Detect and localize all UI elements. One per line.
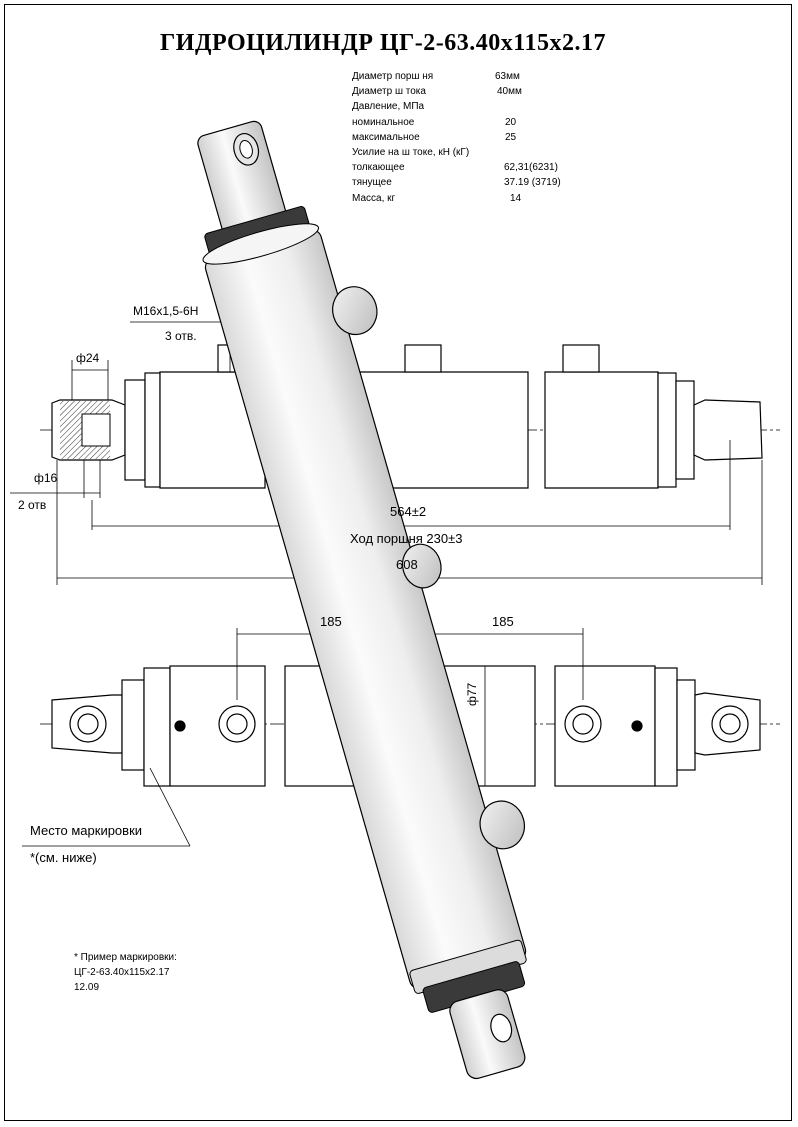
spec-row: Усилие на ш токе, кН (кГ) [352,147,612,162]
spec-label: Диаметр порш ня [352,71,434,82]
drawing-title: ГИДРОЦИЛИНДР ЦГ-2-63.40х115х2.17 [160,30,606,56]
stroke-label: Ход поршня 230±3 [350,531,462,546]
spec-value: 25 [505,131,517,143]
port-boss-2 [404,344,442,373]
rod-end [693,399,763,461]
overall-length-label: 608 [396,557,418,572]
thread-holes-count: 3 отв. [165,329,197,343]
spec-label: номинальное [352,116,415,128]
right-end-cap [675,380,695,480]
cylinder-tube [204,229,527,990]
spec-value: 14 [510,192,522,204]
spec-label: максимальное [352,131,420,143]
spec-row: Диаметр порш ня 63мм [352,71,612,86]
thread-dimension: М16х1,5-6Н [133,304,198,318]
spec-row: толкающее 62,31(6231) [352,162,612,177]
specifications-table: Диаметр порш ня 63мм Диаметр ш тока 40мм Д… [352,71,612,208]
top-view [22,628,780,847]
spec-row: Диаметр ш тока 40мм [352,86,612,101]
hole-count-label: 2 отв [18,498,46,512]
spec-label: толкающее [352,162,405,174]
drawing-frame [4,4,792,1121]
cylinder-diameter-label: ф77 [465,682,479,706]
spec-row: Давление, МПа [352,101,612,116]
rod-eye-bottom [449,989,526,1080]
marking-note-label: *(см. ниже) [30,850,97,865]
spec-label: Давление, МПа [352,101,425,113]
body-segment-right [544,371,659,489]
spacing-left-label: 185 [320,614,342,629]
marking-example: * Пример маркировки: ЦГ-2-63.40х115х2.17… [74,950,177,995]
marking-example-heading: * Пример маркировки: [74,952,177,963]
spec-row: максимальное 25 [352,132,612,147]
spec-label: Усилие на ш токе, кН (кГ) [352,146,470,158]
spec-label: Диаметр ш тока [352,86,426,98]
center-distance-label: 564±2 [390,504,426,519]
spec-row: тянущее 37.19 (3719) [352,177,612,192]
spec-label: тянущее [352,177,392,189]
port-boss-3 [562,344,600,373]
spec-value: 63мм [495,71,520,82]
cylinder-3d-view [197,120,527,1080]
spec-row: Масса, кг 14 [352,193,612,208]
marking-example-code: ЦГ-2-63.40х115х2.17 [74,967,170,978]
spec-value: 37.19 (3719) [504,177,561,189]
pin-diameter-label: ф24 [76,351,100,365]
hole-diameter-label: ф16 [34,471,58,485]
port-boss-upper [332,286,378,336]
spec-value: 40мм [497,86,522,98]
spacing-right-label: 185 [492,614,514,629]
spec-label: Масса, кг [352,192,396,204]
port-boss-lower [479,800,526,850]
spec-value: 20 [505,116,517,128]
spec-row: номинальное 20 [352,117,612,132]
marking-place-label: Место маркировки [30,823,142,838]
port-boss-middle [401,543,442,589]
left-end-cap [124,379,146,481]
spec-value: 62,31(6231) [504,162,558,174]
marking-example-date: 12.09 [74,982,100,993]
